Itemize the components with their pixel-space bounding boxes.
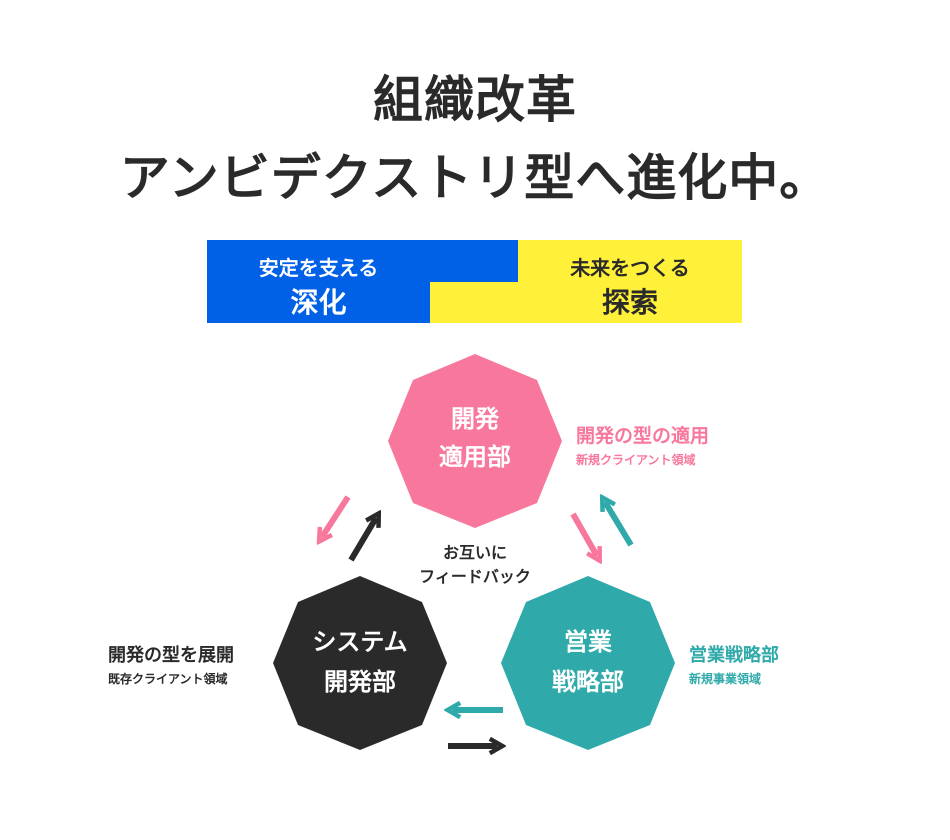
exploration-label: 探索 <box>601 286 658 319</box>
exploration-sub: 未来をつくる <box>570 256 690 280</box>
octagon-apply <box>388 354 562 528</box>
page-title-line2: アンビデクストリ型へ進化中。 <box>119 149 831 207</box>
deepening-sub: 安定を支える <box>258 256 379 280</box>
node-apply-label: 開発適用部 <box>439 405 511 471</box>
arrow-pink-right <box>570 512 597 556</box>
arrow-teal-up <box>605 502 634 547</box>
note-sales: 営業戦略部新規事業領域 <box>689 645 779 686</box>
node-system-label: システム開発部 <box>312 628 408 696</box>
page-title-line1: 組織改革 <box>373 71 577 129</box>
note-apply: 開発の型の適用新規クライアント領域 <box>576 425 710 467</box>
deepening-label: 深化 <box>290 286 347 319</box>
banner-blue <box>207 240 518 323</box>
node-sales-label: 営業戦略部 <box>552 628 624 696</box>
note-system: 開発の型を展開既存クライアント領域 <box>108 645 234 686</box>
octagon-system <box>273 576 447 750</box>
banner-yellow <box>430 240 742 323</box>
arrow-pink-left <box>322 495 351 537</box>
octagon-sales <box>501 576 675 750</box>
feedback-label: お互いにフィードバック <box>419 543 531 586</box>
arrow-black-up <box>348 518 376 562</box>
